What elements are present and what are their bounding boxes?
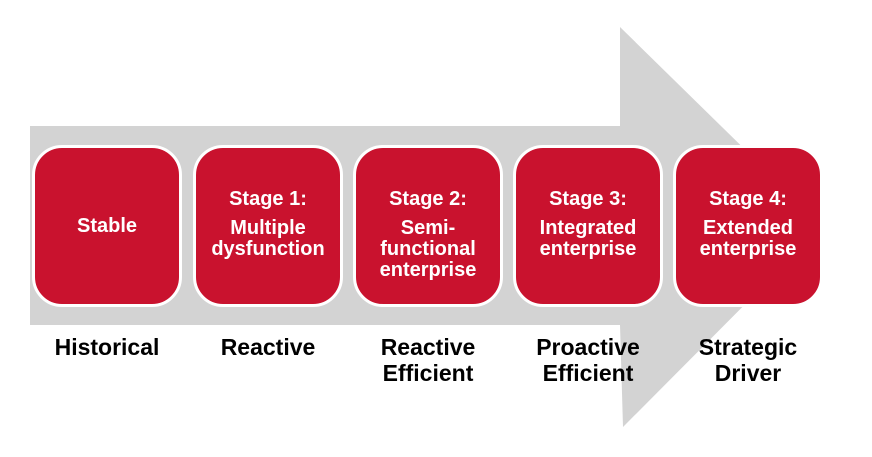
stage-box-text-line: Multiple: [230, 217, 306, 239]
stage-box-text-line: Integrated: [539, 217, 637, 239]
stage-box-text-line: Extended: [702, 217, 794, 239]
stage-box-text-line: Stable: [76, 214, 138, 237]
stage-box-text-line: Semi-: [400, 217, 456, 239]
stage-label-historical: Historical: [12, 334, 202, 360]
stage-box-text-line: enterprise: [539, 238, 637, 260]
stage-box-3-content: Stage 3: Integrated enterprise: [516, 148, 660, 260]
stage-box-4-content: Stage 4: Extended enterprise: [676, 148, 820, 260]
stage-box-title: Stage 1:: [229, 188, 307, 210]
stage-box-text-line: functional: [380, 238, 476, 260]
stage-label-line: Driver: [714, 360, 782, 386]
stage-box-1: Stage 1: Multiple dysfunction: [193, 145, 343, 307]
stage-label-line: Proactive: [536, 334, 640, 360]
stage-label-strategic-driver: Strategic Driver: [653, 334, 843, 386]
stage-box-text-line: enterprise: [699, 238, 797, 260]
stage-label-line: Reactive: [380, 334, 476, 360]
stage-box-stable-content: Stable: [35, 148, 179, 304]
stage-box-4: Stage 4: Extended enterprise: [673, 145, 823, 307]
stage-label-reactive: Reactive: [173, 334, 363, 360]
stage-box-title: Stage 3:: [549, 188, 627, 210]
stage-box-title: Stage 4:: [709, 188, 787, 210]
stage-label-line: Efficient: [542, 360, 634, 386]
stage-label-line: Strategic: [698, 334, 798, 360]
stage-box-1-content: Stage 1: Multiple dysfunction: [196, 148, 340, 260]
stage-label-reactive-efficient: Reactive Efficient: [333, 334, 523, 386]
stage-box-text-line: dysfunction: [211, 238, 325, 260]
stage-label-line: Historical: [54, 334, 160, 360]
stage-box-text-line: enterprise: [379, 259, 477, 281]
stage-label-proactive-efficient: Proactive Efficient: [493, 334, 683, 386]
stage-label-line: Reactive: [220, 334, 316, 360]
stage-box-stable: Stable: [32, 145, 182, 307]
stage-box-title: Stage 2:: [389, 188, 467, 210]
stage-box-2-content: Stage 2: Semi- functional enterprise: [356, 148, 500, 281]
stage-box-3: Stage 3: Integrated enterprise: [513, 145, 663, 307]
stage-label-line: Efficient: [382, 360, 474, 386]
stage-box-2: Stage 2: Semi- functional enterprise: [353, 145, 503, 307]
